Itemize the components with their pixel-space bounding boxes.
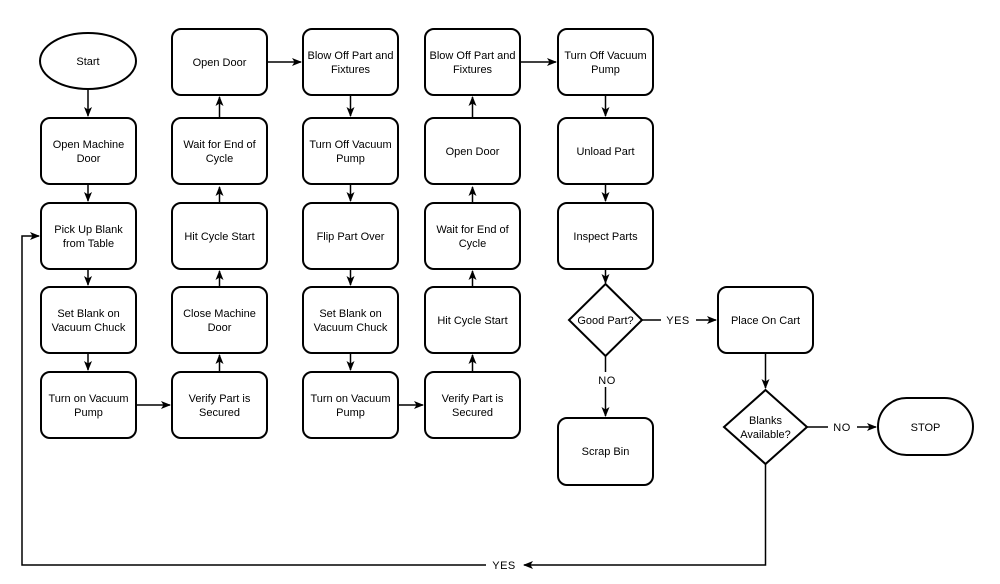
good-part-diamond-shape: [567, 282, 644, 358]
open-door-2-label: Open Door: [446, 146, 500, 158]
start-label: Start: [76, 56, 99, 68]
set-blank-1-shape: [40, 286, 137, 354]
hit-cycle-start-2-label: Hit Cycle Start: [437, 315, 507, 327]
good-part-label: Good Part?: [577, 315, 633, 327]
verify-2-shape: [424, 371, 521, 439]
turn-on-pump-2-shape: [302, 371, 399, 439]
scrap-bin-label: Scrap Bin: [582, 446, 630, 458]
wait-end-2-shape: [424, 202, 521, 270]
open-door-2-shape: [424, 117, 521, 185]
hit-cycle-start-1-shape: [171, 202, 268, 270]
turn-off-pump-1-shape: [302, 117, 399, 185]
flip-part-over-label: Flip Part Over: [317, 231, 385, 243]
stop-terminator-shape: [877, 397, 974, 456]
hit-cycle-start-1-label: Hit Cycle Start: [184, 231, 254, 243]
good-part-yes-label-bg: [661, 312, 696, 328]
close-machine-door-shape: [171, 286, 268, 354]
place-on-cart-shape: [717, 286, 814, 354]
node-hit-cycle-start-2: Hit Cycle Start: [424, 286, 521, 354]
edge-loop-to-pick-up-blank: [21, 232, 486, 566]
open-machine-door-shape: [40, 117, 137, 185]
node-open-door-1: Open Door: [171, 28, 268, 96]
node-scrap-bin: Scrap Bin: [557, 417, 654, 486]
good-part-no-label-bg: [592, 372, 622, 387]
blow-off-2-shape: [424, 28, 521, 96]
blanks-available-no-label: NO: [833, 422, 851, 434]
node-open-door-2: Open Door: [424, 117, 521, 185]
open-door-1-label: Open Door: [193, 57, 247, 69]
turn-on-pump-1-shape: [40, 371, 137, 439]
blanks-available-diamond-shape: [722, 388, 809, 466]
scrap-bin-shape: [557, 417, 654, 486]
loop-yes-label: YES: [492, 560, 516, 572]
start-terminator-shape: [39, 32, 137, 90]
edge-labels: YES NO NO YES: [492, 312, 857, 572]
node-hit-cycle-start-1: Hit Cycle Start: [171, 202, 268, 270]
node-stop: STOP: [877, 397, 974, 456]
turn-off-pump-2-shape: [557, 28, 654, 96]
unload-part-shape: [557, 117, 654, 185]
stop-label: STOP: [911, 422, 941, 434]
blanks-available-no-label-bg: [828, 419, 857, 435]
wait-end-1-shape: [171, 117, 268, 185]
open-door-1-shape: [171, 28, 268, 96]
flip-part-over-shape: [302, 202, 399, 270]
node-good-part-decision: Good Part?: [567, 282, 644, 358]
hit-cycle-start-2-shape: [424, 286, 521, 354]
node-start: Start: [39, 32, 137, 90]
set-blank-2-shape: [302, 286, 399, 354]
verify-1-shape: [171, 371, 268, 439]
inspect-parts-shape: [557, 202, 654, 270]
place-on-cart-label: Place On Cart: [731, 315, 800, 327]
pick-up-blank-shape: [40, 202, 137, 270]
inspect-parts-label: Inspect Parts: [573, 231, 638, 243]
node-unload-part: Unload Part: [557, 117, 654, 185]
blow-off-1-shape: [302, 28, 399, 96]
node-inspect-parts: Inspect Parts: [557, 202, 654, 270]
node-place-on-cart: Place On Cart: [717, 286, 814, 354]
unload-part-label: Unload Part: [576, 146, 634, 158]
edge-blanks-available-yes-loop-segment: [523, 464, 767, 569]
good-part-no-label: NO: [598, 375, 616, 387]
good-part-yes-label: YES: [666, 315, 690, 327]
node-flip-part-over: Flip Part Over: [302, 202, 399, 270]
